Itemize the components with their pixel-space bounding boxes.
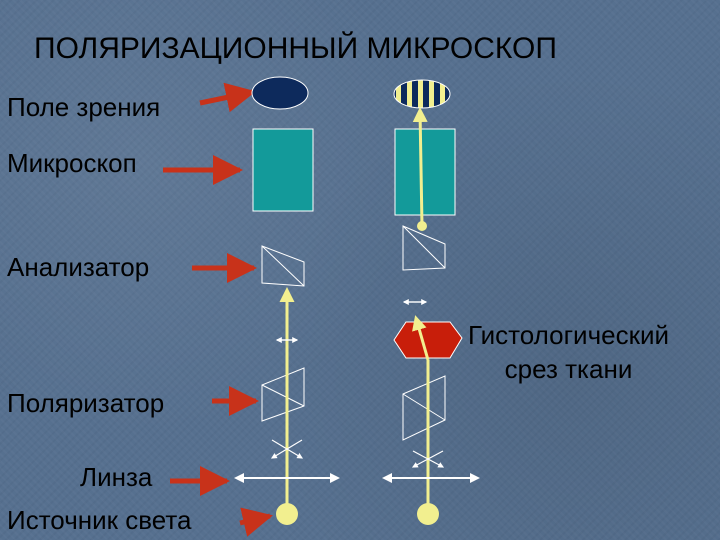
label-polarizer: Поляризатор	[7, 388, 165, 418]
label-field-of-view: Поле зрения	[7, 92, 161, 122]
field-of-view-bright	[393, 79, 451, 109]
arrow-light-source	[239, 507, 273, 537]
beam-dot	[417, 221, 427, 231]
polarizer-left	[261, 367, 305, 422]
label-tissue-section: Гистологический срез ткани	[468, 318, 669, 386]
light-beam-right-upper	[412, 107, 428, 227]
analyzer-left	[261, 245, 305, 287]
polarizer-right	[402, 375, 446, 441]
vibration-cross-right	[411, 450, 445, 468]
light-source-right	[417, 503, 439, 525]
microscope-body-left	[252, 128, 314, 212]
label-lens: Линза	[80, 462, 153, 492]
page-title: ПОЛЯРИЗАЦИОННЫЙ МИКРОСКОП	[34, 32, 557, 65]
analyzer-right	[402, 225, 446, 271]
field-of-view-dark	[251, 76, 309, 110]
light-source-left	[276, 503, 298, 525]
label-tissue-section-line1: Гистологический	[468, 320, 670, 350]
arrow-field-of-view	[199, 82, 256, 113]
tissue-section	[393, 321, 463, 359]
label-analyzer: Анализатор	[7, 252, 150, 282]
microscope-body-right	[394, 128, 456, 216]
vibration-cross-left	[270, 439, 304, 459]
label-microscope: Микроскоп	[7, 148, 137, 178]
light-beam-right-deflected	[412, 315, 430, 361]
label-tissue-section-line2: срез ткани	[504, 354, 633, 384]
label-light-source: Источник света	[7, 505, 192, 535]
